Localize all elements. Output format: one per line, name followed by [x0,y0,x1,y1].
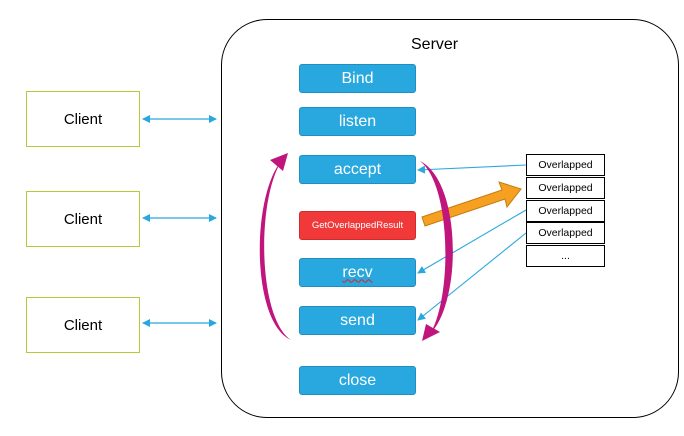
overlapped-to-accept-arrow [417,164,527,174]
step-listen: listen [299,107,416,136]
loop-arrow-right [420,161,453,341]
overlapped-slot-3: Overlapped [526,200,605,222]
step-recv: recv [299,258,416,287]
step-recv-label: recv [342,263,373,281]
step-accept: accept [299,155,416,184]
overlapped-slot-1: Overlapped [526,154,605,176]
client-box-3: Client [26,297,140,353]
server-container [221,19,679,418]
overlapped-to-recv-arrow [417,209,527,274]
server-title: Server [411,36,459,53]
step-get-overlapped-result: GetOverlappedResult [299,211,416,240]
overlapped-slot-more: ... [526,245,605,267]
overlapped-slot-4: Overlapped [526,222,605,244]
step-bind: Bind [299,64,416,93]
loop-arrow-left [259,153,291,340]
overlapped-to-send-arrow [417,232,527,321]
step-close: close [299,366,416,395]
client-box-1: Client [26,91,140,147]
client-box-2: Client [26,191,140,247]
overlapped-slot-2: Overlapped [526,177,605,199]
step-send: send [299,306,416,335]
